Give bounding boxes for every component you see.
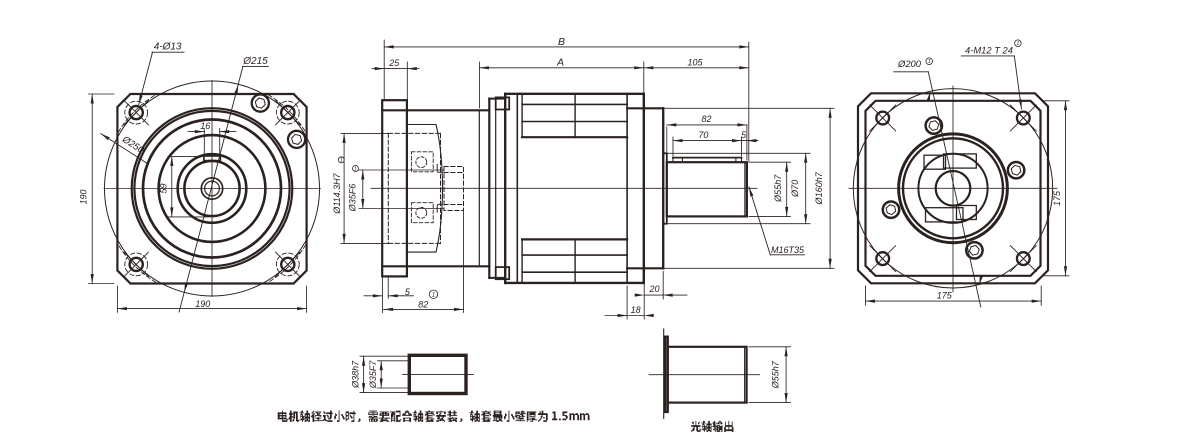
svg-text:Ø35F6: Ø35F6 — [348, 184, 358, 213]
svg-text:Ø160h7: Ø160h7 — [814, 171, 824, 205]
svg-text:5: 5 — [405, 287, 411, 297]
svg-text:82: 82 — [701, 114, 711, 124]
svg-text:Ø215: Ø215 — [242, 56, 268, 67]
svg-text:Ø55h7: Ø55h7 — [771, 360, 781, 389]
svg-text:18: 18 — [631, 305, 641, 315]
svg-text:1: 1 — [354, 166, 357, 172]
svg-text:175: 175 — [937, 291, 953, 301]
svg-text:190: 190 — [79, 189, 89, 204]
svg-text:A: A — [556, 57, 564, 69]
svg-text:Ø38h7: Ø38h7 — [350, 360, 360, 389]
svg-text:Ø114.3H7: Ø114.3H7 — [332, 172, 342, 214]
svg-text:Ø70: Ø70 — [790, 180, 800, 198]
svg-text:5: 5 — [741, 130, 747, 140]
svg-text:59: 59 — [158, 183, 168, 193]
svg-text:82: 82 — [418, 300, 428, 310]
svg-text:175: 175 — [1052, 190, 1062, 206]
svg-text:16: 16 — [200, 121, 210, 131]
svg-text:1: 1 — [1016, 41, 1019, 47]
svg-text:M16T35: M16T35 — [771, 245, 805, 255]
svg-text:190: 190 — [195, 299, 210, 309]
svg-text:Ø200: Ø200 — [897, 58, 922, 69]
svg-text:25: 25 — [388, 58, 400, 68]
svg-text:4-M12 T 24: 4-M12 T 24 — [965, 44, 1013, 55]
svg-text:Ø35F7: Ø35F7 — [368, 360, 378, 390]
svg-text:B: B — [558, 36, 565, 48]
svg-text:70: 70 — [698, 130, 708, 140]
svg-text:1: 1 — [432, 293, 435, 299]
svg-text:4-Ø13: 4-Ø13 — [154, 41, 182, 52]
svg-text:1: 1 — [340, 158, 343, 164]
svg-text:20: 20 — [648, 284, 659, 294]
svg-text:1: 1 — [928, 59, 931, 65]
svg-text:Ø55h7: Ø55h7 — [773, 174, 783, 203]
svg-text:105: 105 — [687, 57, 703, 67]
